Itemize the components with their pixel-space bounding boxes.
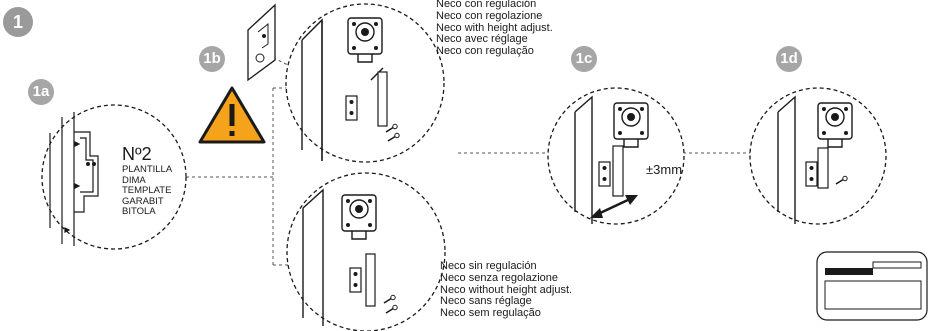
caption-it: Neco senza regolazione — [440, 271, 559, 284]
without-adjust-captions: Neco sin regulación Neco senza regolazio… — [440, 260, 573, 320]
caption-fr: Neco sans réglage — [440, 295, 532, 308]
door-profile-icon — [49, 112, 99, 246]
caption-it: Neco con regolazione — [436, 9, 543, 22]
template-label: GARABIT — [122, 195, 164, 207]
step-1d-badge: 1d — [776, 46, 802, 72]
warning-icon — [198, 86, 266, 144]
template-labels: PLANTILLA DIMA TEMPLATE GARABIT BITOLA — [122, 164, 173, 218]
adjustment-circle — [547, 87, 685, 225]
with-adjust-captions: Neco con regulación Neco con regolazione… — [436, 0, 553, 58]
template-label: BITOLA — [122, 206, 156, 217]
caption-es: Neco con regulación — [436, 0, 537, 10]
caption-fr: Neco avec réglage — [436, 33, 528, 46]
template-code: Nº2 — [122, 144, 152, 164]
final-circle — [749, 87, 887, 225]
double-arrow-icon — [590, 195, 638, 218]
adjust-range-label: ±3mm — [646, 162, 683, 177]
template-label: PLANTILLA — [122, 164, 173, 175]
step-1c-badge: 1c — [571, 46, 597, 72]
template-label: TEMPLATE — [122, 185, 172, 196]
step-1a-badge: 1a — [28, 79, 54, 105]
step-1-badge: 1 — [3, 7, 33, 37]
template-label: DIMA — [122, 174, 146, 186]
caption-en: Neco with height adjust. — [436, 21, 553, 34]
caption-pt: Neco sem regulação — [440, 307, 541, 320]
label-box-icon — [816, 251, 928, 321]
template-card-icon — [247, 3, 276, 82]
step-1b-badge: 1b — [199, 46, 225, 72]
caption-es: Neco sin regulación — [440, 260, 537, 272]
caption-pt: Neco con regulação — [436, 45, 534, 58]
hinge-without-adjust-circle — [286, 172, 446, 331]
caption-en: Neco without height adjust. — [440, 283, 573, 296]
template-detail-circle — [41, 104, 187, 250]
hinge-with-adjust-circle — [285, 3, 445, 163]
